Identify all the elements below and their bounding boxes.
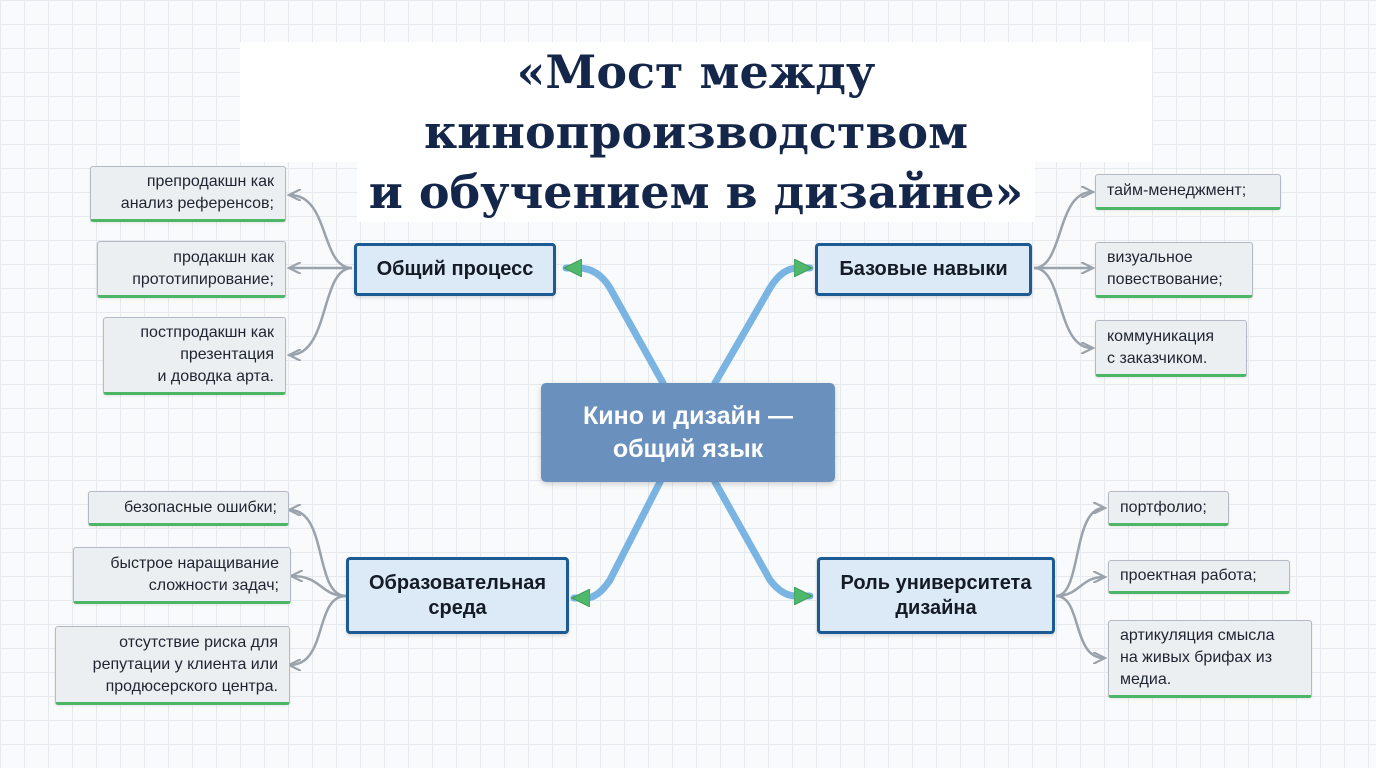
connector-center-to-environment	[570, 478, 664, 598]
leaf-connector-university-3	[1055, 594, 1104, 658]
leaf-connector-process-1	[290, 195, 353, 270]
title-line-1: «Мост между кинопроизводством	[240, 42, 1152, 162]
leaf-university-project-work: проектная работа;	[1108, 560, 1290, 594]
branch-node-skills: Базовые навыки	[815, 243, 1032, 296]
diagram-title: «Мост между кинопроизводством и обучение…	[240, 42, 1152, 222]
leaf-connector-environment-2	[292, 576, 347, 598]
leaf-connector-skills-3	[1033, 266, 1092, 348]
leaf-connector-environment-3	[290, 594, 347, 665]
connector-center-to-skills	[711, 268, 814, 387]
leaf-process-preproduction: препродакшн как анализ референсов;	[90, 166, 286, 222]
leaf-skills-time-management: тайм-менеджмент;	[1095, 174, 1281, 210]
title-line-2: и обучением в дизайне»	[356, 162, 1036, 222]
leaf-university-portfolio: портфолио;	[1108, 491, 1229, 526]
connector-center-to-university	[711, 478, 814, 596]
branch-node-environment: Образовательная среда	[346, 557, 569, 634]
leaf-process-production: продакшн как прототипирование;	[97, 241, 286, 298]
branch-node-process: Общий процесс	[354, 243, 556, 296]
leaf-connector-university-1	[1055, 508, 1104, 598]
leaf-connector-university-2	[1055, 577, 1104, 598]
leaf-skills-visual-storytelling: визуальное повествование;	[1095, 242, 1253, 298]
leaf-connector-process-3	[290, 266, 353, 355]
leaf-university-live-briefs: артикуляция смысла на живых брифах из ме…	[1108, 620, 1312, 698]
leaf-process-postproduction: постпродакшн как презентация и доводка а…	[103, 317, 286, 395]
leaf-environment-no-reputation-risk: отсутствие риска для репутации у клиента…	[55, 626, 290, 705]
leaf-connector-environment-1	[290, 510, 347, 598]
leaf-environment-complexity-growth: быстрое наращивание сложности задач;	[73, 547, 291, 604]
leaf-connector-skills-1	[1033, 192, 1092, 270]
branch-node-university: Роль университета дизайна	[817, 557, 1055, 634]
center-node: Кино и дизайн — общий язык	[541, 383, 835, 482]
leaf-environment-safe-mistakes: безопасные ошибки;	[88, 491, 289, 526]
leaf-skills-client-communication: коммуникация с заказчиком.	[1095, 320, 1247, 377]
connector-center-to-process	[562, 268, 667, 387]
